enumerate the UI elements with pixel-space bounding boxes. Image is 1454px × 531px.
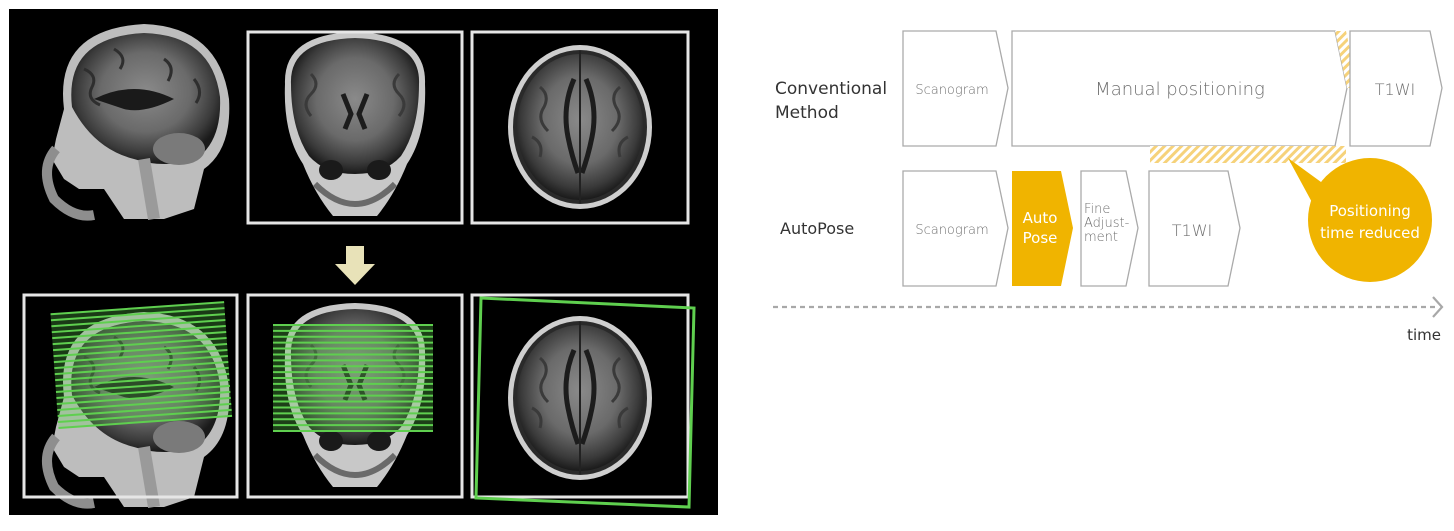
- slice-planning-overlay-coronal: [273, 324, 433, 432]
- slice-line: [53, 348, 228, 364]
- svg-text:ment: ment: [1084, 230, 1118, 245]
- axial-scan-planned: [470, 293, 696, 509]
- slice-line: [56, 384, 231, 400]
- planning-frame-axial: [474, 296, 696, 509]
- slice-line: [55, 366, 229, 382]
- svg-text:Scanogram: Scanogram: [915, 83, 988, 98]
- slice-line: [50, 301, 225, 316]
- slice-line: [53, 342, 228, 358]
- time-axis: time: [773, 296, 1444, 344]
- slice-line: [55, 372, 230, 388]
- sagittal-scan-planned: [22, 293, 239, 507]
- slice-line: [57, 396, 231, 411]
- callout-line1: Positioning: [1329, 202, 1411, 220]
- slice-line: [58, 414, 233, 429]
- coronal-scan-top: [246, 32, 464, 225]
- row-label-conventional: Conventional: [775, 79, 887, 99]
- coronal-scan-planned: [246, 293, 464, 499]
- svg-text:Fine: Fine: [1084, 202, 1110, 217]
- mri-image-panel: [9, 9, 718, 515]
- svg-text:Scanogram: Scanogram: [915, 223, 988, 238]
- row-label-autopose: AutoPose: [780, 219, 854, 238]
- slice-line: [51, 319, 226, 334]
- svg-text:T1WI: T1WI: [1375, 80, 1416, 99]
- autopose-step-scanogram: Scanogram: [902, 170, 1009, 287]
- slice-line: [50, 307, 225, 322]
- svg-text:Manual positioning: Manual positioning: [1095, 79, 1265, 100]
- conventional-step-t1wi: T1WI: [1349, 30, 1443, 147]
- svg-text:Auto: Auto: [1023, 209, 1058, 227]
- slice-line: [55, 378, 230, 394]
- positioning-time-reduced-callout: Positioning time reduced: [1288, 158, 1432, 282]
- slice-planning-overlay-sagittal: [50, 301, 233, 429]
- axial-scan-top: [470, 30, 690, 225]
- callout-line2: time reduced: [1320, 224, 1420, 242]
- down-arrow-icon: [335, 246, 375, 285]
- mri-illustration: [22, 9, 696, 515]
- row-label-method: Method: [775, 103, 839, 123]
- slice-line: [54, 354, 228, 370]
- slice-line: [52, 337, 227, 352]
- slice-line: [51, 313, 226, 328]
- sagittal-scan-top: [47, 24, 229, 219]
- slice-line: [57, 402, 232, 417]
- conventional-step-manual-positioning: Manual positioning: [1011, 30, 1348, 147]
- autopose-step-t1wi: T1WI: [1148, 170, 1241, 287]
- slice-line: [52, 331, 227, 346]
- svg-text:T1WI: T1WI: [1172, 221, 1213, 240]
- slice-line: [54, 360, 229, 376]
- slice-line: [56, 390, 231, 406]
- conventional-step-scanogram: Scanogram: [902, 30, 1009, 147]
- slice-line: [58, 408, 232, 423]
- time-reduction-hatch: [1150, 146, 1346, 163]
- slice-line: [52, 325, 226, 340]
- workflow-diagram: Conventional Method Scanogram Manual pos…: [773, 30, 1444, 344]
- time-axis-label: time: [1407, 326, 1441, 344]
- autopose-step-auto-pose: Auto Pose: [1012, 171, 1073, 286]
- time-axis-arrow-icon: [1432, 296, 1444, 318]
- svg-text:Pose: Pose: [1023, 229, 1058, 247]
- autopose-step-fine-adjustment: Fine Adjust- ment: [1080, 170, 1139, 287]
- svg-text:Adjust-: Adjust-: [1084, 216, 1130, 231]
